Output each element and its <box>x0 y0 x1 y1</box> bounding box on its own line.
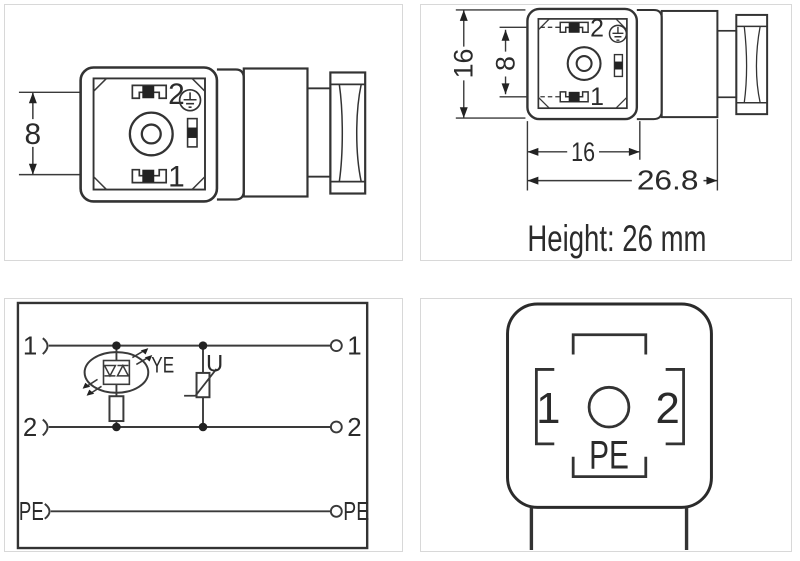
dimension-total-width: 26.8 <box>527 165 718 196</box>
pin1-label: 1 <box>590 84 604 111</box>
pin2-slot <box>559 21 589 34</box>
circuit-frame <box>16 301 369 550</box>
dim-8-label: 8 <box>490 56 520 71</box>
pin-face-drawing: 1 2 PE <box>506 302 713 551</box>
circuit-pe-left-label: PE <box>19 498 44 526</box>
cable-gland-nut <box>329 71 367 195</box>
circuit-pin2-left-label: 2 <box>23 414 37 442</box>
led-window-indicator <box>613 53 624 78</box>
circuit-pin1-right-label: 1 <box>347 333 361 361</box>
dim-26-8-label: 26.8 <box>637 165 699 196</box>
center-hole <box>587 385 631 429</box>
pin1-slot <box>559 91 589 103</box>
connector-face: 2 1 <box>79 66 219 203</box>
circuit-diagram: 1 1 2 2 PE PE <box>16 301 369 550</box>
center-screw-hole <box>566 46 602 81</box>
led-window-indicator <box>186 117 198 148</box>
junction-dot <box>198 341 208 350</box>
pin2-label: 2 <box>655 384 679 433</box>
led-color-label: YE <box>151 352 174 377</box>
wire-pin1: 1 1 <box>23 333 362 361</box>
side-view-drawing: 8 <box>18 66 367 203</box>
contact-circle-1 <box>329 339 343 353</box>
contact-circle-2 <box>329 420 343 434</box>
pin2-slot <box>131 84 168 100</box>
connector-body-side <box>216 67 367 201</box>
top-view-drawing: 2 1 <box>449 7 769 259</box>
contact-circle-pe <box>329 504 343 518</box>
center-screw-hole <box>128 111 174 157</box>
panel-circuit-diagram: 1 1 2 2 PE PE <box>4 298 403 552</box>
cable-gland-nut <box>735 13 769 116</box>
pin1-slot <box>131 168 168 184</box>
dim-8-label: 8 <box>25 118 42 151</box>
pin1-label: 1 <box>168 161 185 194</box>
center-screw-hole-inner <box>140 123 162 145</box>
wire-pe: PE PE <box>19 498 369 526</box>
panel-pin-face: 1 2 PE <box>420 298 792 552</box>
keyway-brackets <box>534 333 685 478</box>
panel-side-view: 8 <box>4 4 403 261</box>
varistor-label: U <box>206 350 223 377</box>
circuit-pin1-left-label: 1 <box>23 333 37 361</box>
ground-symbol-icon <box>608 24 628 43</box>
pe-label: PE <box>589 434 629 478</box>
dimension-face-width: 16 <box>526 119 719 191</box>
circuit-pe-right-label: PE <box>343 498 369 526</box>
dim-16h-label: 16 <box>571 137 595 167</box>
solenoid-legs <box>529 507 689 551</box>
varistor-symbol: U <box>184 341 223 432</box>
pin1-label: 1 <box>536 384 560 433</box>
led-symbol: YE <box>82 341 174 432</box>
connector-body-top <box>636 8 769 121</box>
junction-dot <box>112 422 121 432</box>
circuit-pin2-right-label: 2 <box>347 414 361 442</box>
light-arrows <box>82 348 153 396</box>
dimension-total-height: 16 <box>449 9 526 119</box>
junction-dot <box>112 341 121 350</box>
height-note: Height: 26 mm <box>527 218 706 259</box>
pin2-label: 2 <box>590 16 604 43</box>
panel-top-view: 2 1 <box>420 4 792 261</box>
dimension-pin-spacing: 8 <box>490 26 528 98</box>
dim-16v-label: 16 <box>449 49 479 79</box>
junction-dot <box>198 422 208 432</box>
center-screw-hole-inner <box>575 55 593 73</box>
ground-symbol-icon <box>178 88 202 112</box>
connector-face: 2 1 <box>526 7 639 121</box>
plug-outline <box>506 302 713 509</box>
wire-pin2: 2 2 <box>23 414 362 442</box>
resistor-symbol <box>108 384 125 427</box>
